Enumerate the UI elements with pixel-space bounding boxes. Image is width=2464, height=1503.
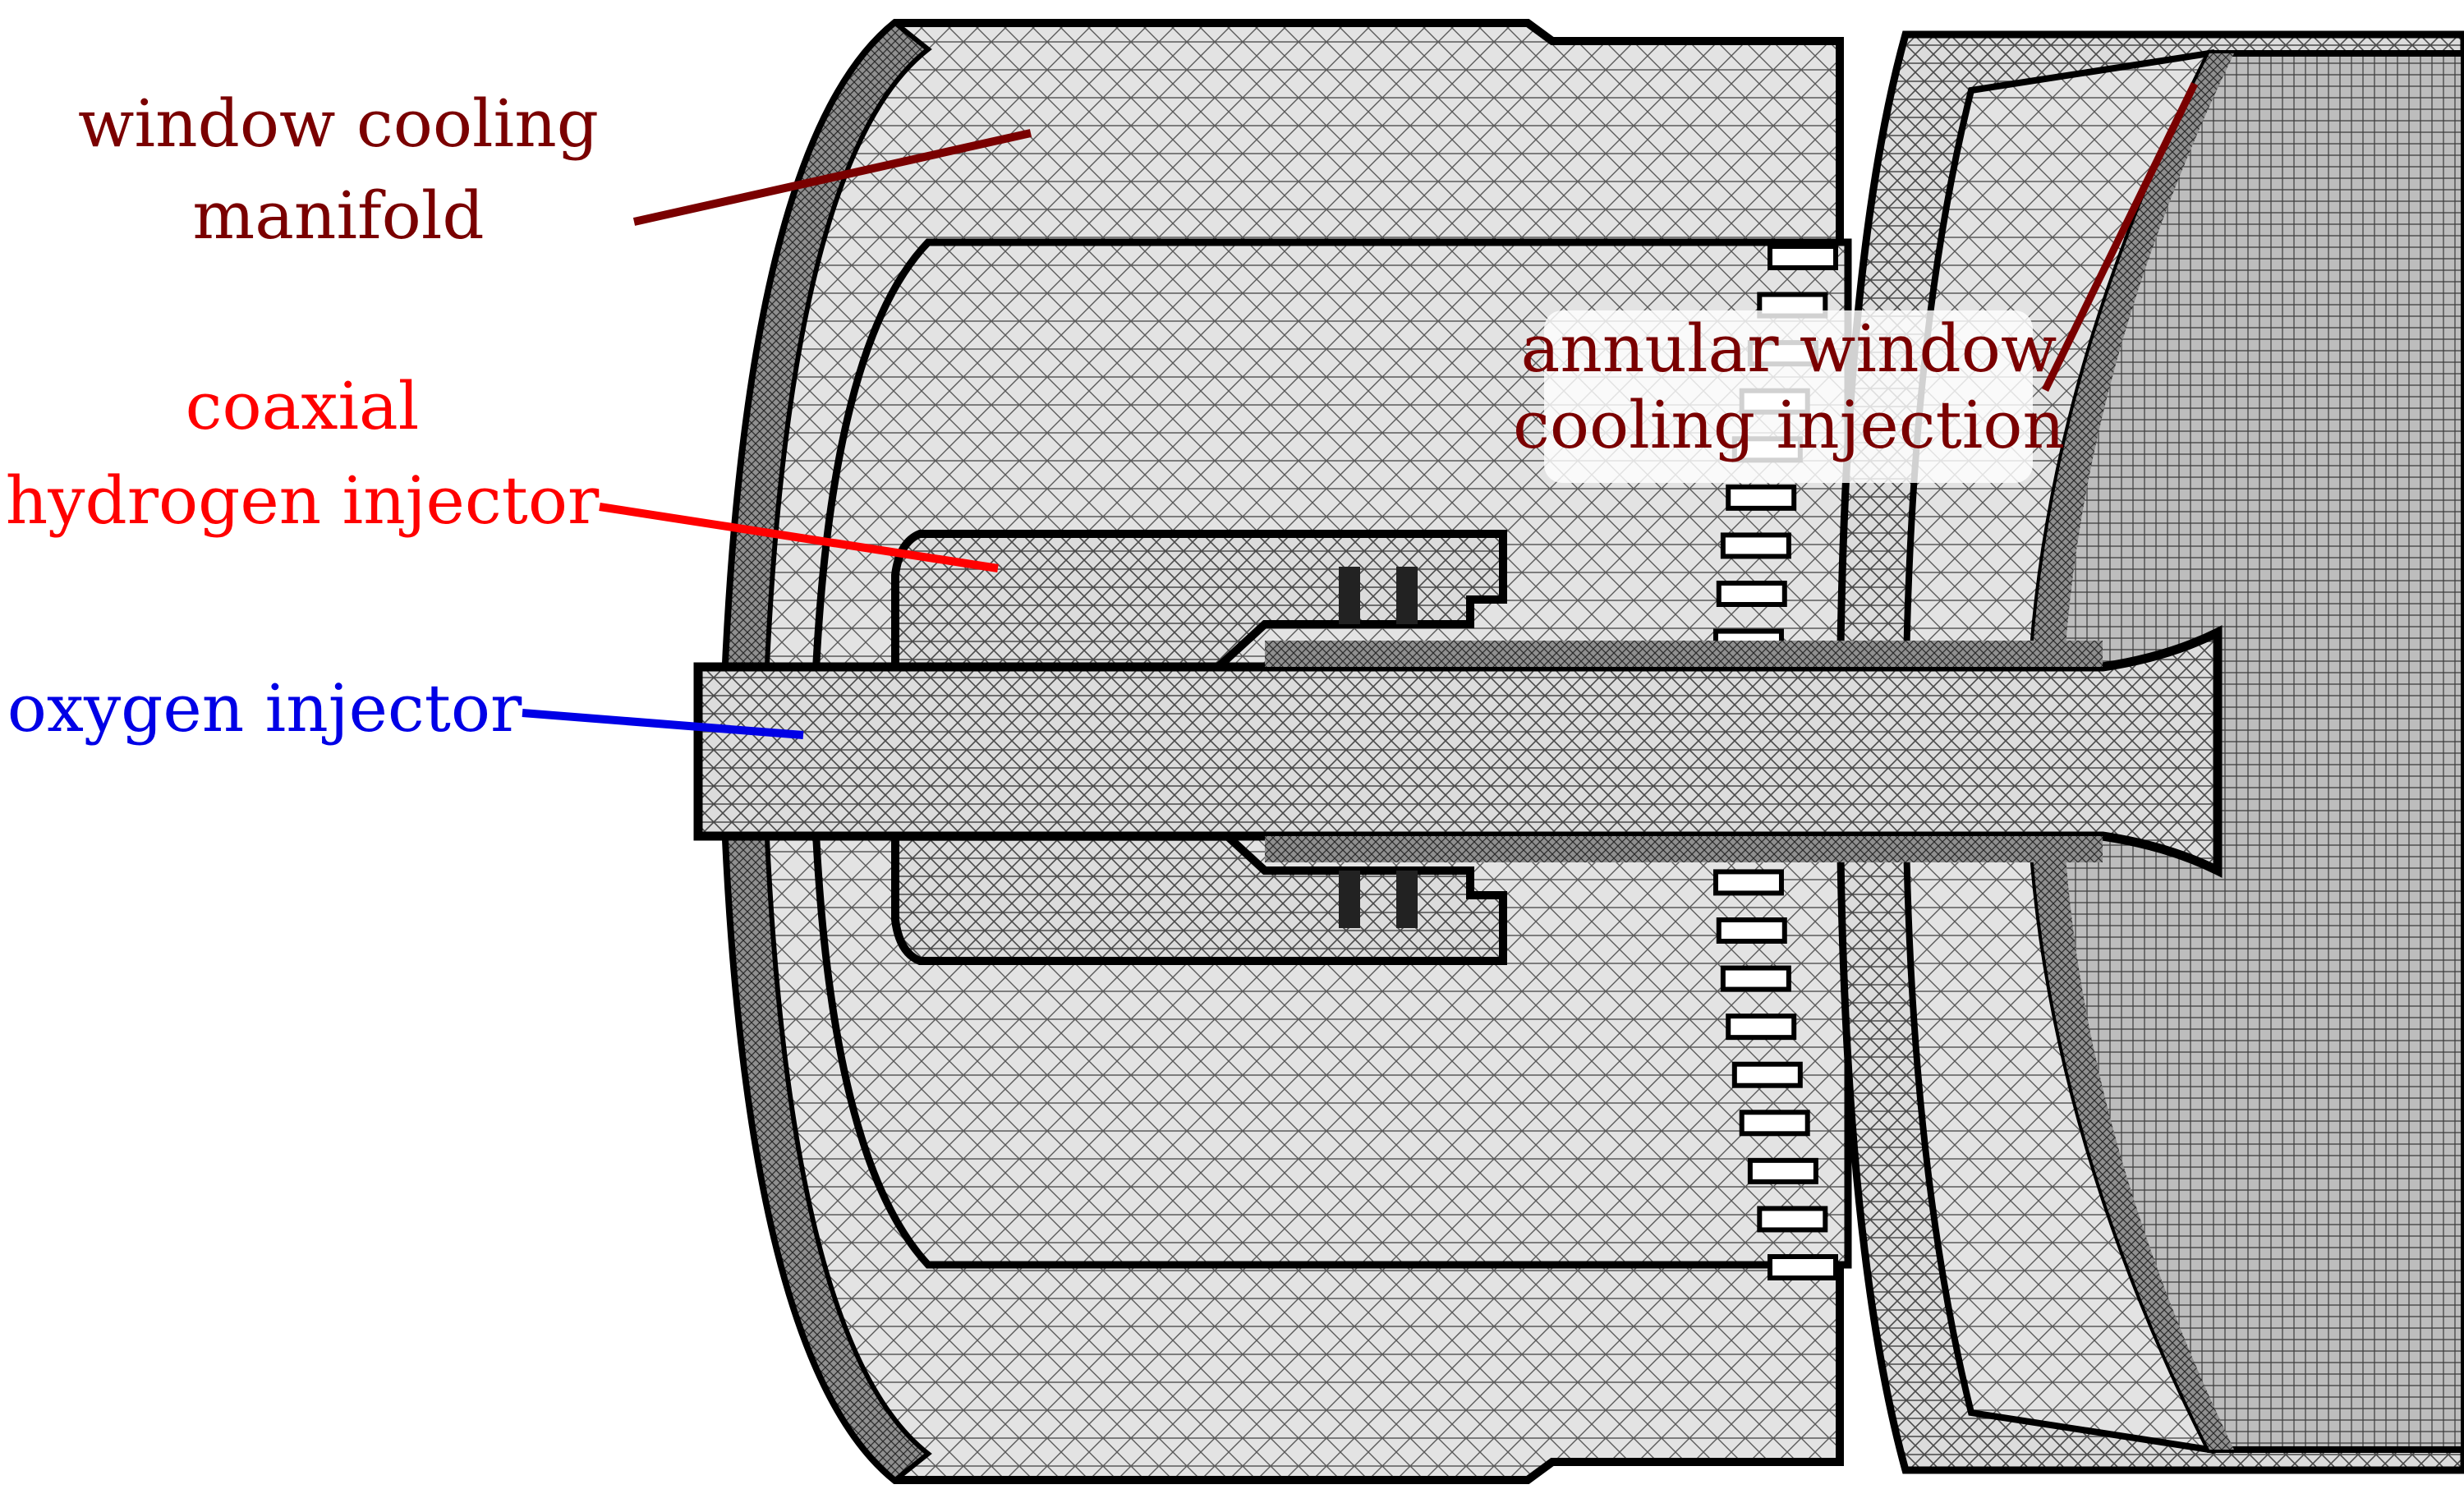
window-face-dense [2029, 53, 2234, 1450]
strut-upper-1 [1339, 567, 1360, 624]
annular-slot [1731, 1061, 1803, 1088]
manifold-leader-line [632, 129, 1032, 226]
oxygen-injector [693, 625, 2223, 878]
hydrogen-label-line2: hydrogen injector [6, 462, 600, 539]
housing-wall-left [719, 20, 932, 1483]
annular-slot [1720, 965, 1791, 992]
annular-slot [1739, 1110, 1810, 1137]
annular-slot [1726, 484, 1797, 511]
annular-slot [1712, 869, 1784, 896]
strut-lower-2 [1396, 871, 1418, 928]
annular-slot [1716, 581, 1787, 607]
annular-slot [1720, 532, 1791, 559]
hydrogen-label-line1: coaxial [186, 368, 420, 444]
oxygen-tube [693, 625, 2223, 878]
hydrogen-leader-line [599, 503, 999, 572]
annular-slot [1726, 1013, 1797, 1041]
annular-slot [1768, 1254, 1838, 1280]
oxygen-label: oxygen injector [7, 670, 522, 747]
manifold-label-line2: manifold [192, 177, 484, 254]
annular-label-line2: cooling injection [1513, 387, 2065, 463]
annular-leader-line [2041, 82, 2199, 392]
oxygen-tube-inner-wall-bottom [1265, 836, 2103, 862]
annular-label-box [1544, 310, 2033, 483]
annular-slot [1747, 1157, 1818, 1184]
annular-slot [1757, 1206, 1828, 1233]
annular-label-line1: annular window [1521, 310, 2057, 387]
strut-lower-1 [1339, 871, 1360, 928]
strut-upper-2 [1396, 567, 1418, 624]
manifold-label-line1: window cooling [78, 85, 599, 162]
oxygen-leader-line [522, 709, 804, 739]
annular-slot [1716, 917, 1787, 944]
oxygen-tube-inner-wall-top [1265, 641, 2103, 667]
annular-slot [1768, 244, 1838, 270]
